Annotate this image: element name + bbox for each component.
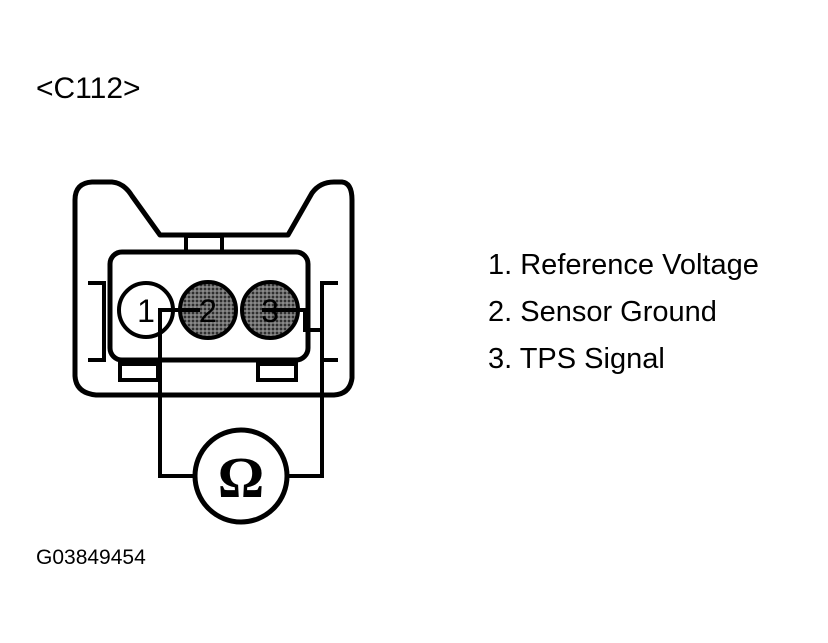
pin-1-label: 1: [137, 293, 155, 329]
connector-label: <C112>: [36, 72, 141, 105]
locking-tab: [184, 234, 224, 252]
legend-item-3: 3. TPS Signal: [488, 343, 665, 375]
pin-2-label: 2: [199, 293, 217, 329]
probe-lead-pin-3: [262, 308, 324, 478]
legend-item-1: 1. Reference Voltage: [488, 249, 759, 281]
figure-id: G03849454: [36, 546, 146, 569]
legend-item-2: 2. Sensor Ground: [488, 296, 717, 328]
ohmmeter: Ω: [192, 427, 290, 525]
ohm-icon: Ω: [218, 445, 264, 510]
pin-legend: 1. Reference Voltage 2. Sensor Ground 3.…: [488, 242, 759, 383]
probe-lead-pin-2: [158, 308, 200, 478]
pin-2: 2: [178, 280, 238, 340]
housing-right-rib: [320, 281, 338, 362]
housing-key-right: [256, 362, 298, 382]
housing-left-rib: [88, 281, 106, 362]
housing-key-left: [118, 362, 160, 382]
